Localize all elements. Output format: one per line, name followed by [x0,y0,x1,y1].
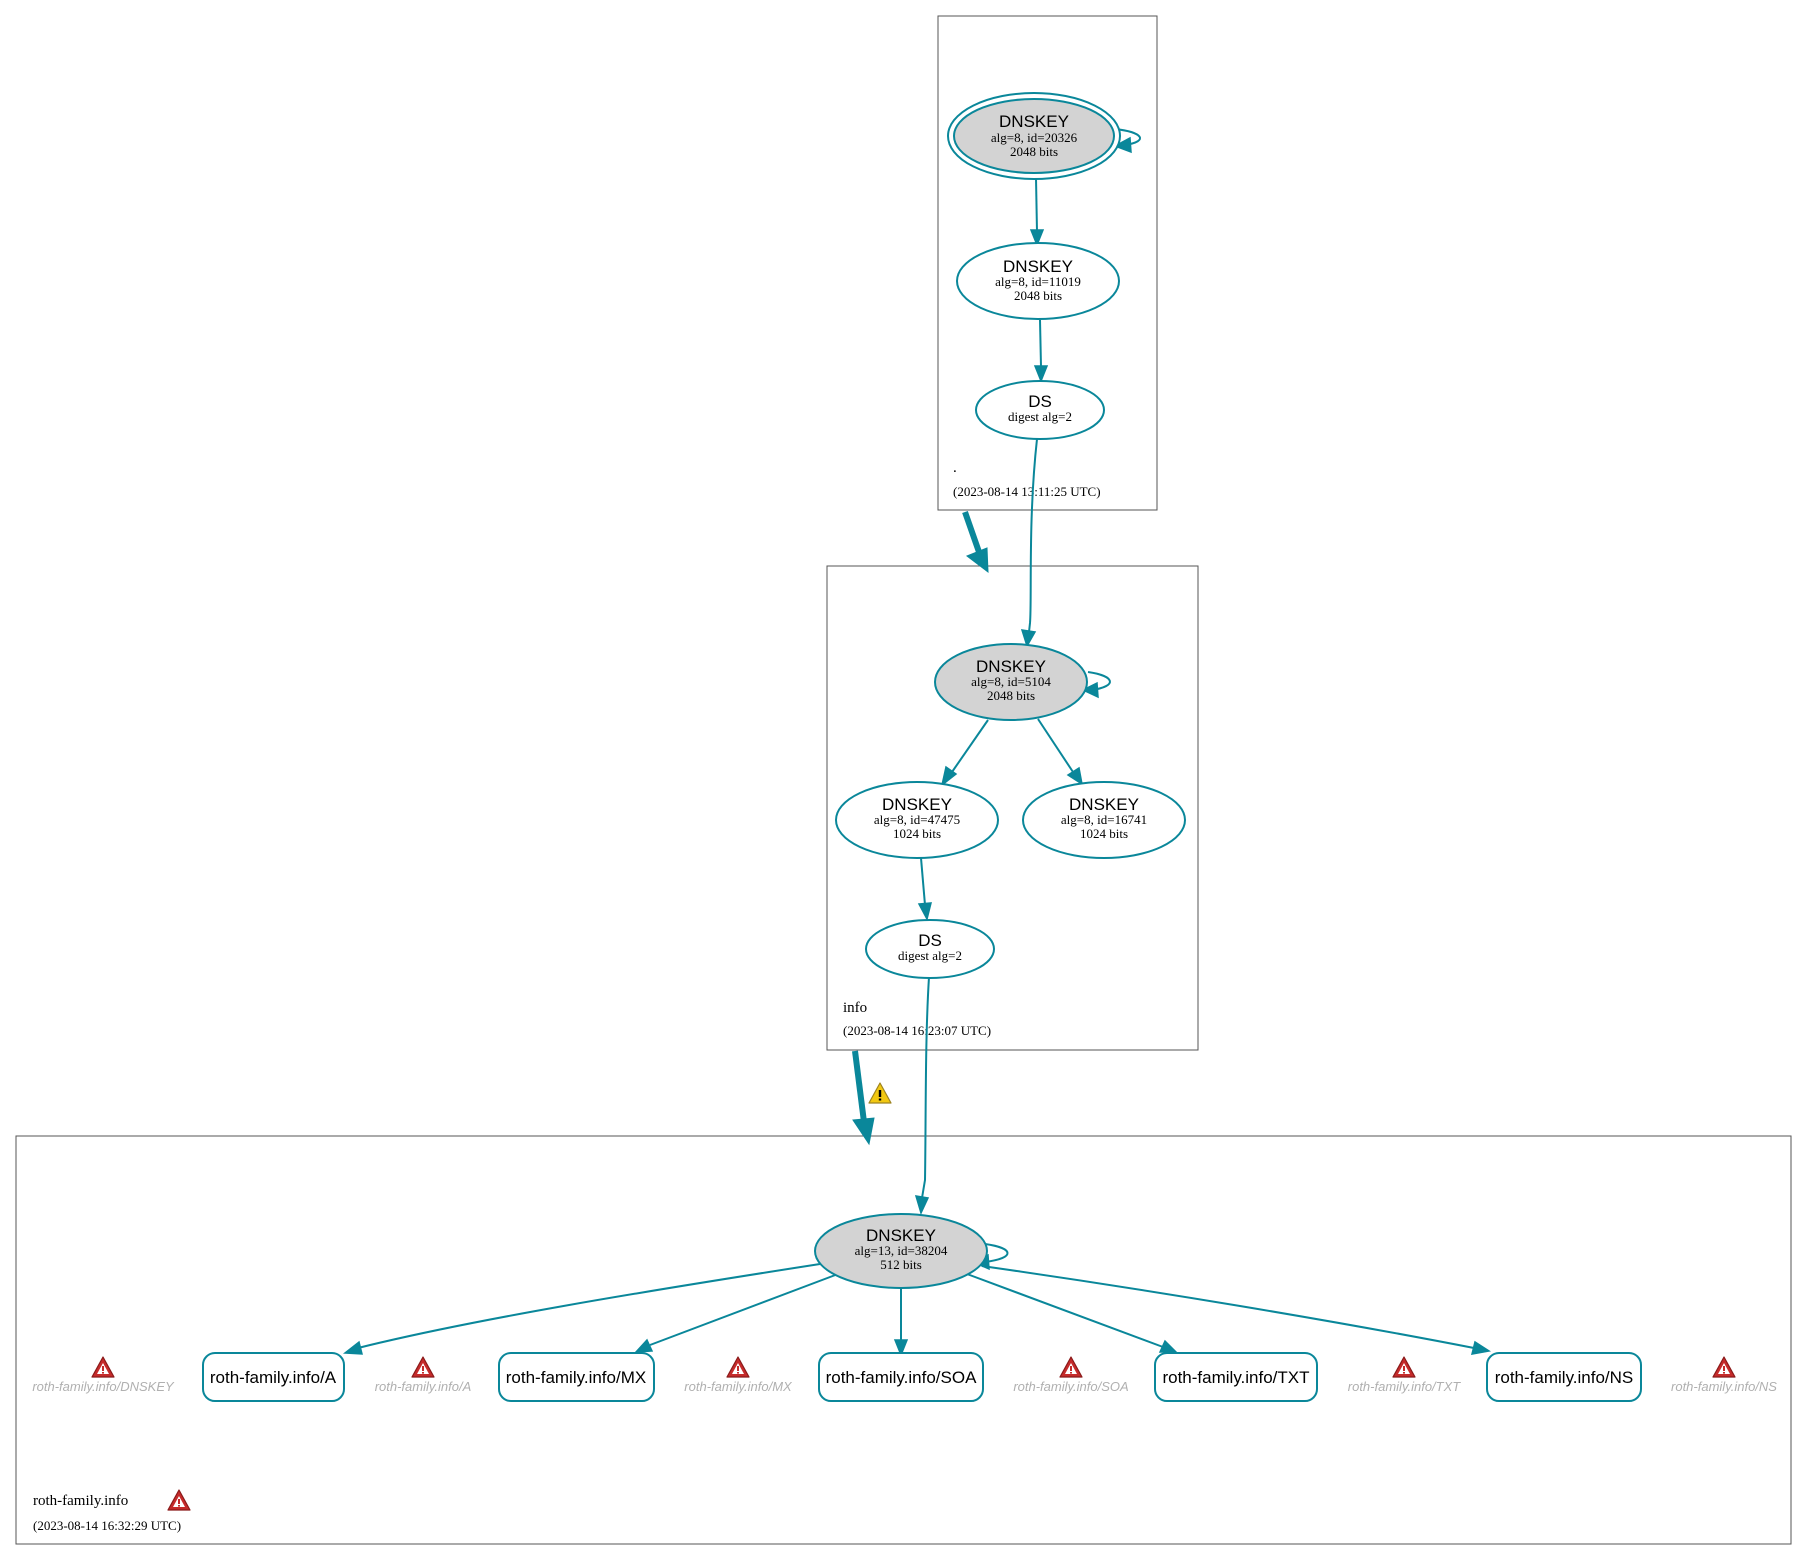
info-zsk1-alg: alg=8, id=47475 [874,812,960,827]
info-ds-node[interactable]: DS digest alg=2 [865,919,995,979]
info-ksk-bits: 2048 bits [987,688,1035,703]
info-zsk1-title: DNSKEY [882,795,952,814]
roth-ksk-node[interactable]: DNSKEY alg=13, id=38204 512 bits [814,1213,988,1289]
roth-ksk-bits: 512 bits [880,1257,922,1272]
root-ksk-node[interactable]: DNSKEY alg=8, id=20326 2048 bits [947,92,1121,180]
error-label: roth-family.info/DNSKEY [32,1379,175,1394]
rrset-txt-node[interactable]: roth-family.info/TXT [1154,1352,1318,1402]
root-ds-digest: digest alg=2 [1008,409,1072,424]
root-zsk-alg: alg=8, id=11019 [995,274,1081,289]
rrset-txt-label: roth-family.info/TXT [1162,1368,1309,1387]
zone-root-time: (2023-08-14 13:11:25 UTC) [953,484,1101,499]
root-zsk-node[interactable]: DNSKEY alg=8, id=11019 2048 bits [956,242,1120,320]
root-ksk-ellipse [953,98,1115,174]
zone-roth-time: (2023-08-14 16:32:29 UTC) [33,1518,181,1533]
rrset-a-node[interactable]: roth-family.info/A [202,1352,345,1402]
error-icon [91,1356,115,1378]
root-zsk-title: DNSKEY [1003,257,1073,276]
edges [342,128,1492,1358]
rrset-txt-box [1154,1352,1318,1402]
error-node-soa[interactable]: roth-family.info/SOA [1013,1356,1129,1394]
error-node-dnskey[interactable]: roth-family.info/DNSKEY [32,1356,175,1394]
rrset-soa-box [818,1352,984,1402]
error-icon [726,1356,750,1378]
error-node-ns[interactable]: roth-family.info/NS [1671,1356,1777,1394]
zone-error-icon [167,1489,191,1511]
error-icon [1392,1356,1416,1378]
error-label: roth-family.info/SOA [1013,1379,1128,1394]
delegation-info-to-roth [852,1050,875,1146]
root-ds-node[interactable]: DS digest alg=2 [975,380,1105,440]
rrset-soa-label: roth-family.info/SOA [826,1368,978,1387]
info-zsk1-node[interactable]: DNSKEY alg=8, id=47475 1024 bits [835,781,999,859]
error-icon [1712,1356,1736,1378]
info-ds-digest: digest alg=2 [898,948,962,963]
zone-root-box [937,15,1158,511]
error-icon [411,1356,435,1378]
zone-root: . (2023-08-14 13:11:25 UTC) [937,15,1158,511]
roth-ksk-title: DNSKEY [866,1226,936,1245]
info-zsk2-bits: 1024 bits [1080,826,1128,841]
zone-info-box [826,565,1199,1051]
error-label: roth-family.info/NS [1671,1379,1777,1394]
info-ds-ellipse [865,919,995,979]
root-ksk-alg: alg=8, id=20326 [991,130,1078,145]
zone-info-name: info [843,1000,867,1016]
zone-info: info (2023-08-14 16:23:07 UTC) [826,565,1199,1051]
zone-roth-box [15,1135,1792,1545]
delegation-root-to-info [962,511,989,574]
zone-info-time: (2023-08-14 16:23:07 UTC) [843,1023,991,1038]
zone-root-name: . [953,460,957,476]
root-ds-ellipse [975,380,1105,440]
error-label: roth-family.info/A [375,1379,472,1394]
root-ksk-bits: 2048 bits [1010,144,1058,159]
zone-roth-name: roth-family.info [33,1493,128,1509]
root-zsk-bits: 2048 bits [1014,288,1062,303]
root-zsk-ellipse [956,242,1120,320]
roth-ksk-alg: alg=13, id=38204 [855,1243,948,1258]
info-ksk-alg: alg=8, id=5104 [971,674,1051,689]
info-zsk2-node[interactable]: DNSKEY alg=8, id=16741 1024 bits [1022,781,1186,859]
rrset-mx-box [498,1352,655,1402]
info-ksk-ellipse [934,643,1088,721]
error-node-a[interactable]: roth-family.info/A [375,1356,472,1394]
delegation-warning-icon [868,1082,892,1104]
info-zsk2-title: DNSKEY [1069,795,1139,814]
rrset-ns-box [1486,1352,1642,1402]
rrset-soa-node[interactable]: roth-family.info/SOA [818,1352,984,1402]
error-node-mx[interactable]: roth-family.info/MX [684,1356,793,1394]
roth-ksk-ellipse [814,1213,988,1289]
info-zsk2-ellipse [1022,781,1186,859]
info-ds-title: DS [918,931,942,950]
error-node-txt[interactable]: roth-family.info/TXT [1348,1356,1462,1394]
rrset-ns-node[interactable]: roth-family.info/NS [1486,1352,1642,1402]
info-ksk-title: DNSKEY [976,657,1046,676]
rrset-a-box [202,1352,345,1402]
root-ksk-title: DNSKEY [999,112,1069,131]
rrset-mx-label: roth-family.info/MX [506,1368,646,1387]
rrset-a-label: roth-family.info/A [210,1368,337,1387]
zone-roth: roth-family.info (2023-08-14 16:32:29 UT… [15,1135,1792,1545]
rrset-mx-node[interactable]: roth-family.info/MX [498,1352,655,1402]
info-zsk1-ellipse [835,781,999,859]
info-ksk-node[interactable]: DNSKEY alg=8, id=5104 2048 bits [934,643,1088,721]
root-ds-title: DS [1028,392,1052,411]
rrset-ns-label: roth-family.info/NS [1495,1368,1634,1387]
info-zsk1-bits: 1024 bits [893,826,941,841]
error-icon [1059,1356,1083,1378]
info-zsk2-alg: alg=8, id=16741 [1061,812,1147,827]
error-label: roth-family.info/MX [684,1379,793,1394]
error-label: roth-family.info/TXT [1348,1379,1462,1394]
